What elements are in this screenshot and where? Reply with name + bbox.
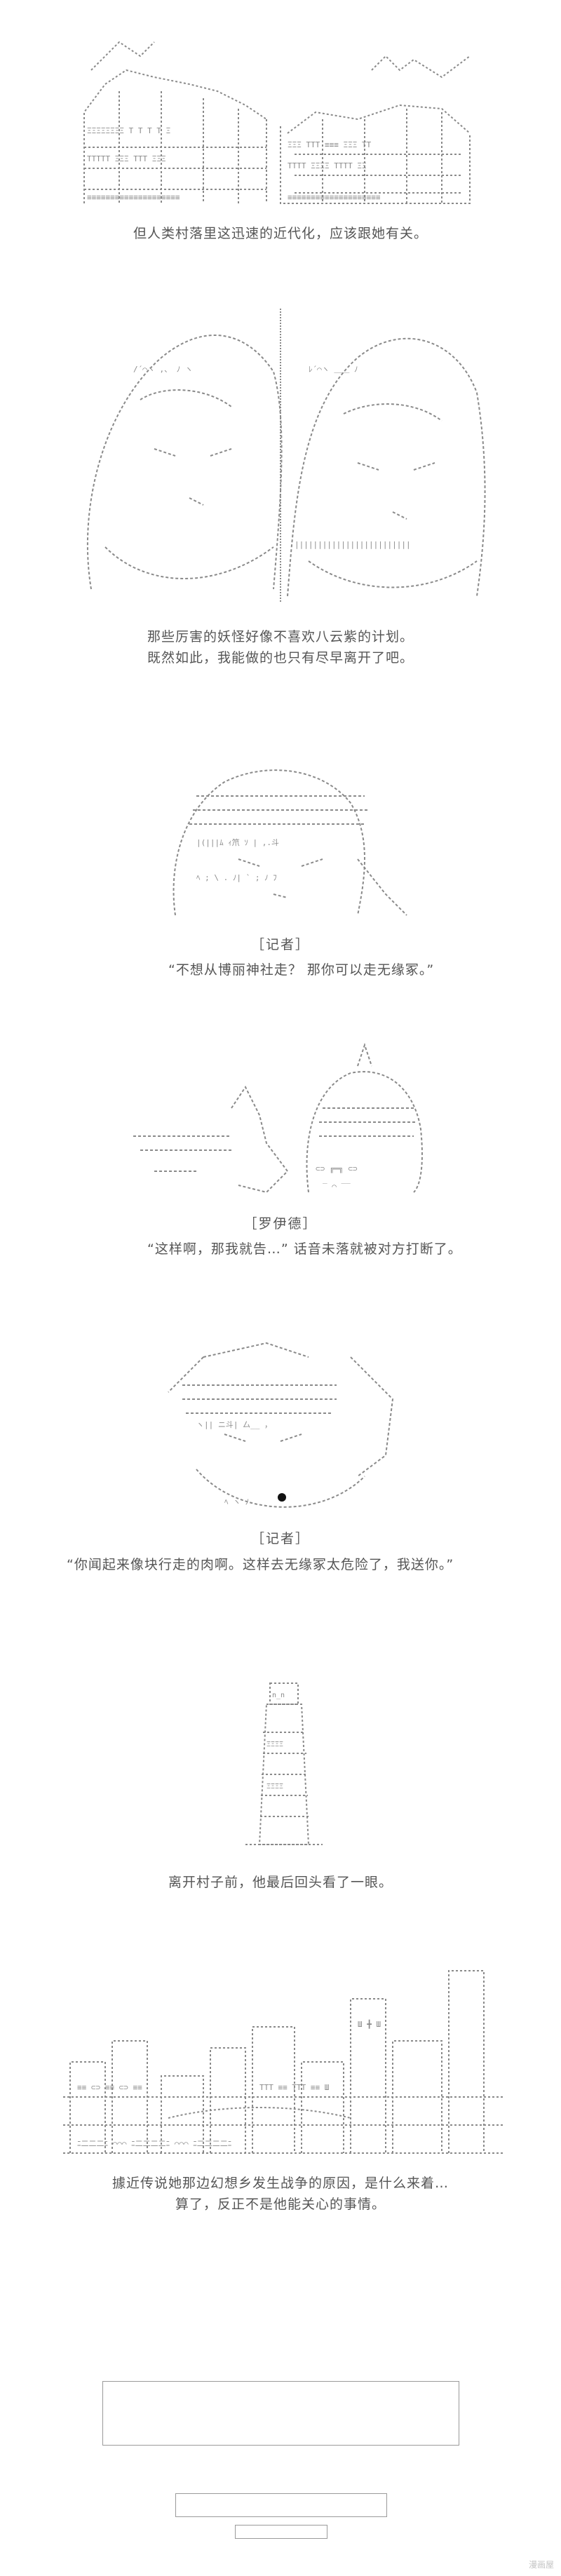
svg-text:n_n: n_n [272, 1692, 285, 1699]
panel-3-dialog: “不想从博丽神社走？ 那你可以走无缘冢。” [168, 962, 435, 978]
svg-text:ΞΞΞΞ: ΞΞΞΞ [266, 1783, 283, 1791]
ascii-art-two-women-icon: /´⌒ヽ ,、 ﾉ ヽ ﾚ´⌒ヽ ＿＿ ﾉ ||||||||||||||||||… [63, 295, 498, 607]
caption-line: 算了，反正不是他能关心的事情。 [175, 2197, 386, 2212]
caption-line: 既然如此，我能做的也只有尽早离开了吧。 [147, 650, 414, 666]
svg-text:≡≡ ⊂⊃ ≡≡ ⊂⊃ ≡≡: ≡≡ ⊂⊃ ≡≡ ⊂⊃ ≡≡ [77, 2083, 142, 2092]
panel-5-dialog: “你闻起来像块行走的肉啊。这样去无缘冢太危险了，我送你。” [67, 1557, 454, 1572]
ascii-art-cityscape-icon: ≡≡ ⊂⊃ ≡≡ ⊂⊃ ≡≡ TTT ≡≡ TTT ≡≡ Ш Ш ╋ Ш ﾆ二二… [63, 1957, 505, 2160]
panel-1-caption: 但人类村落里这迅速的近代化，应该跟她有关。 [0, 223, 561, 244]
panel-5-speaker: ［记者］ [250, 1531, 310, 1546]
ascii-art-village-icon: ΞΞΞΞΞΞΞΞ T T T T Ξ TTTTT ΞΞΞ TTT ΞΞΞ ≡≡≡… [77, 28, 484, 214]
svg-text:/´⌒ヽ ,、 ﾉ ヽ: /´⌒ヽ ,、 ﾉ ヽ [133, 365, 193, 374]
svg-text:‾ ⌒ ‾‾: ‾ ⌒ ‾‾ [323, 1182, 351, 1191]
svg-text:ΞΞΞ TTT ≡≡≡ ΞΞΞ TT: ΞΞΞ TTT ≡≡≡ ΞΞΞ TT [288, 140, 372, 149]
caption-line: 离开村子前，他最后回头看了一眼。 [168, 1875, 393, 1890]
svg-text:|||||||||||||||||||||||||: ||||||||||||||||||||||||| [295, 540, 411, 549]
caption-line: 據近传说她那边幻想乡发生战争的原因，是什么来着… [111, 2176, 449, 2191]
footer-empty-box-medium [175, 2493, 387, 2517]
panel-2-caption: 那些厉害的妖怪好像不喜欢八云紫的计划。 既然如此，我能做的也只有尽早离开了吧。 [0, 626, 561, 668]
svg-text:ﾚ´⌒ヽ ＿＿ ﾉ: ﾚ´⌒ヽ ＿＿ ﾉ [309, 365, 358, 374]
svg-text:≡≡≡≡≡≡≡≡≡≡≡≡≡≡≡≡≡≡≡≡: ≡≡≡≡≡≡≡≡≡≡≡≡≡≡≡≡≡≡≡≡ [288, 193, 381, 202]
caption-line: 那些厉害的妖怪好像不喜欢八云紫的计划。 [147, 629, 414, 645]
ascii-art-reporter-icon: |(|||ﾑ ｨ笊 ｿ | ,.斗 ﾍ ; \ . ﾉ| ` ; ﾉ ﾌ [154, 754, 421, 922]
svg-text:ΞΞΞΞΞΞΞΞ T T T T Ξ: ΞΞΞΞΞΞΞΞ T T T T Ξ [87, 126, 170, 135]
svg-text:TTTTT ΞΞΞ TTT ΞΞΞ: TTTTT ΞΞΞ TTT ΞΞΞ [87, 154, 166, 163]
ascii-art-lighthouse-icon: n_n ΞΞΞΞ ΞΞΞΞ [231, 1676, 337, 1852]
panel-3-speaker: ［记者］ [250, 937, 310, 952]
svg-text:≡≡≡≡≡≡≡≡≡≡≡≡≡≡≡≡≡≡≡≡: ≡≡≡≡≡≡≡≡≡≡≡≡≡≡≡≡≡≡≡≡ [87, 193, 180, 202]
svg-text:ﾆ二二二ﾆ ⌒⌒⌒ ﾆ二二二二ﾆ ⌒⌒⌒ ﾆ二二二二ﾆ: ﾆ二二二ﾆ ⌒⌒⌒ ﾆ二二二二ﾆ ⌒⌒⌒ ﾆ二二二二ﾆ [77, 2139, 231, 2148]
svg-text:ﾍ ; \ . ﾉ| ` ; ﾉ ﾌ: ﾍ ; \ . ﾉ| ` ; ﾉ ﾌ [196, 873, 277, 882]
svg-text:TTT ≡≡ TTT ≡≡ Ш: TTT ≡≡ TTT ≡≡ Ш [259, 2083, 330, 2092]
footer-empty-box-large [102, 2381, 459, 2446]
footer-empty-box-small [235, 2525, 327, 2539]
svg-text:ΞΞΞΞ: ΞΞΞΞ [266, 1741, 283, 1748]
panel-6-caption: 离开村子前，他最后回头看了一眼。 [0, 1872, 561, 1893]
svg-text:Ш ╋ Ш: Ш ╋ Ш [358, 2019, 381, 2029]
ascii-art-hand-and-figure-icon: ⊂⊃ ╔═╗ ⊂⊃ ‾ ⌒ ‾‾ [126, 1031, 435, 1199]
svg-text:TTTT ΞΞΞΞ TTTT ΞΞ: TTTT ΞΞΞΞ TTTT ΞΞ [288, 161, 367, 170]
svg-text:ヽ|| ニ斗| 厶__ ，: ヽ|| ニ斗| 厶__ ， [196, 1420, 272, 1429]
svg-text:ﾍ ヽ ﾉ: ﾍ ヽ ﾉ [224, 1497, 249, 1506]
svg-text:|(|||ﾑ ｨ笊 ｿ | ,.斗: |(|||ﾑ ｨ笊 ｿ | ,.斗 [196, 837, 279, 847]
caption-line: 但人类村落里这迅速的近代化，应该跟她有关。 [133, 226, 428, 241]
svg-text:⊂⊃ ╔═╗ ⊂⊃: ⊂⊃ ╔═╗ ⊂⊃ [316, 1164, 358, 1173]
panel-7-caption: 據近传说她那边幻想乡发生战争的原因，是什么来着… 算了，反正不是他能关心的事情。 [0, 2173, 561, 2215]
black-dot-icon [278, 1493, 286, 1502]
panel-4-dialog: “这样啊，那我就告…” 话音未落就被对方打断了。 [147, 1241, 462, 1257]
panel-4-speaker: ［罗伊德］ [243, 1216, 318, 1232]
watermark-text: 漫画屋 [528, 2560, 554, 2570]
ascii-art-crow-reporter-icon: ヽ|| ニ斗| 厶__ ， ﾍ ヽ ﾉ [154, 1329, 421, 1518]
